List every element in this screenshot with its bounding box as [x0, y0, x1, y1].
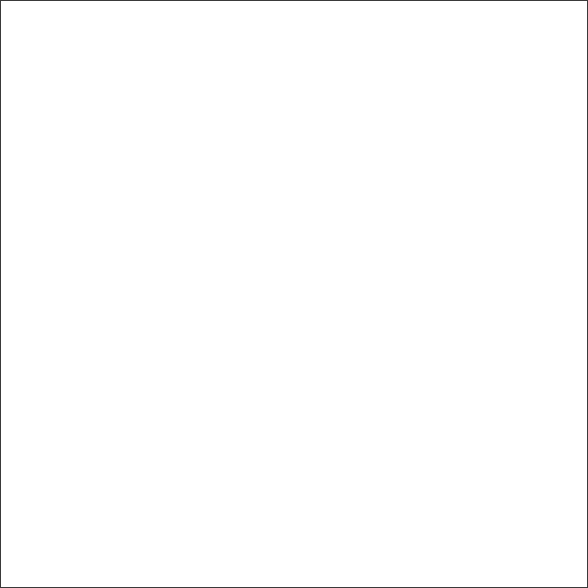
blank-canvas [0, 0, 588, 588]
